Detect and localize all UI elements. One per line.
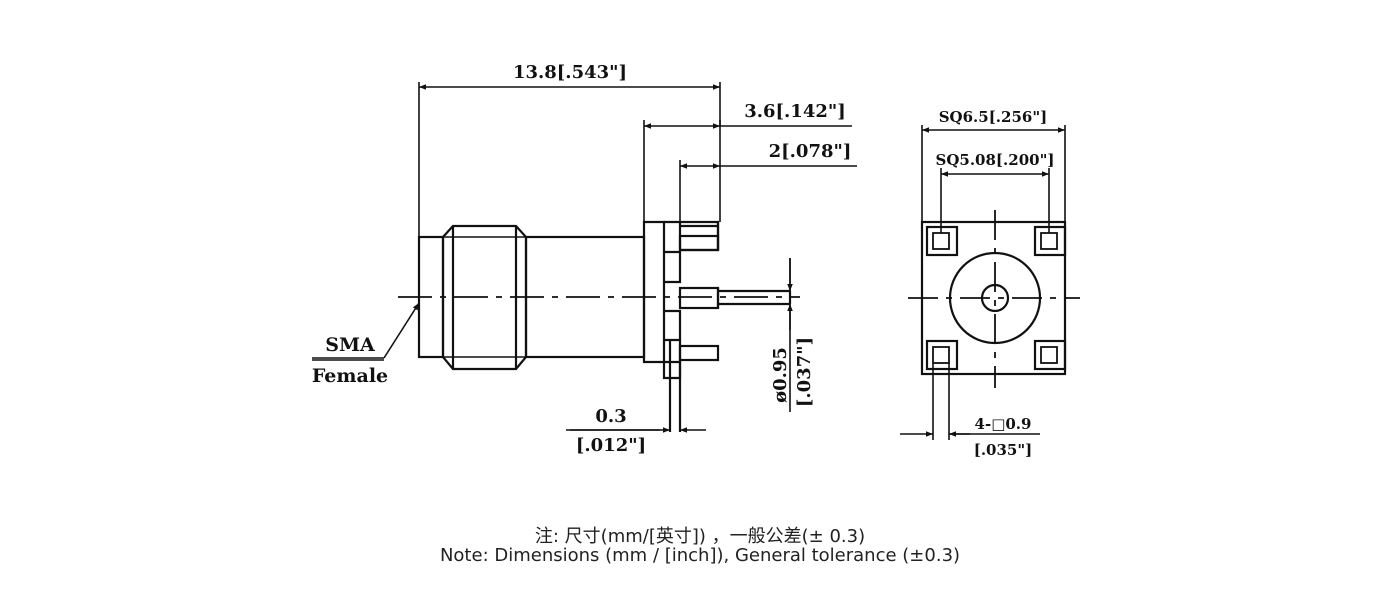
corner-pads	[925, 225, 1067, 371]
side-view	[312, 82, 857, 433]
pins	[668, 234, 792, 432]
note-chinese: 注: 尺寸(mm/[英寸]) ，一般公差(± 0.3)	[534, 526, 866, 547]
pin-size-label: 4-□0.9	[975, 415, 1032, 433]
connector-label-sma: SMA	[325, 334, 375, 356]
flange-offset-label: 3.6[.142"]	[744, 101, 846, 122]
pin-diameter-inch-label: [.037"]	[794, 337, 815, 407]
plate-thickness-label: 0.3	[595, 406, 626, 427]
extension-lines	[418, 82, 791, 330]
dimension-lines	[312, 84, 857, 433]
connector-label-female: Female	[312, 365, 388, 387]
overall-length-label: 13.8[.543"]	[513, 62, 627, 83]
front-extension-lines	[921, 125, 1066, 440]
front-dimension-lines	[900, 127, 1065, 437]
front-outline	[920, 220, 1067, 376]
front-view	[900, 125, 1080, 440]
outer-square-label: SQ6.5[.256"]	[939, 108, 1048, 126]
hole-spacing-label: SQ5.08[.200"]	[936, 151, 1055, 169]
pin-diameter-label: ø0.95	[770, 347, 791, 403]
post-offset-label: 2[.078"]	[769, 141, 852, 162]
note-english: Note: Dimensions (mm / [inch]), General …	[439, 545, 961, 566]
pin-size-inch-label: [.035"]	[974, 441, 1033, 459]
plate-thickness-inch-label: [.012"]	[576, 435, 646, 456]
